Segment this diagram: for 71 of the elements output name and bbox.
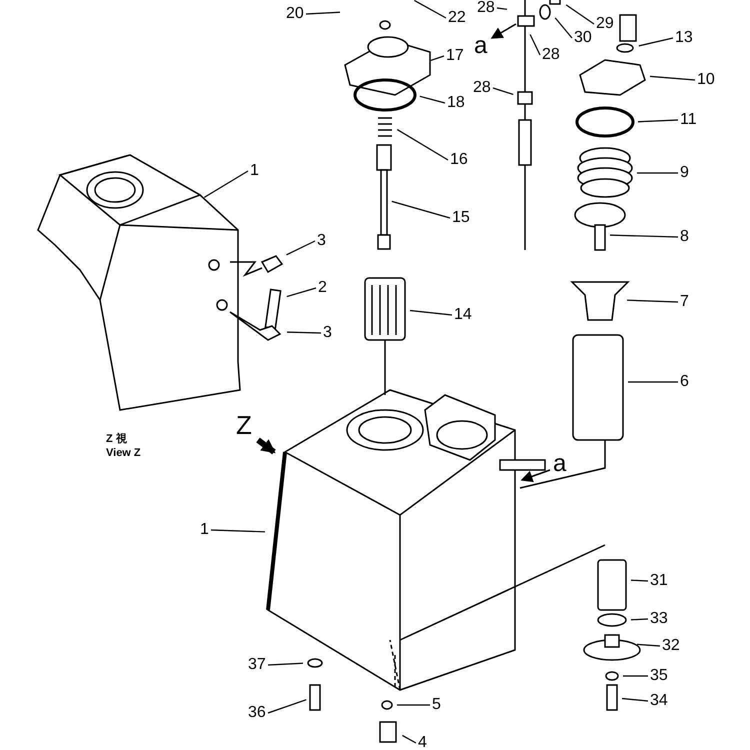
leader-line (286, 287, 316, 298)
callout-number: 29 (596, 16, 614, 32)
callout-number: 28 (542, 47, 560, 63)
callout-number: 34 (650, 693, 668, 709)
leader-line (496, 7, 508, 10)
leader-line (530, 34, 541, 56)
callout-number: 22 (448, 10, 466, 26)
leader-line (638, 119, 678, 122)
leader-line (210, 529, 266, 532)
leader-line (630, 580, 648, 582)
callout-number: 28 (477, 0, 495, 16)
callout-number: 30 (574, 30, 592, 46)
callout-number: 3 (323, 325, 332, 341)
leader-line (306, 12, 340, 15)
leader-line (204, 170, 248, 198)
callout-number: 32 (662, 638, 680, 654)
leader-line (402, 734, 416, 744)
callout-number: 35 (650, 668, 668, 684)
leader-line (414, 0, 446, 19)
callout-number: 17 (446, 48, 464, 64)
callout-number: 18 (447, 95, 465, 111)
callout-number: 14 (454, 307, 472, 323)
view-marker-letter: a (553, 452, 566, 476)
view-marker-letter: a (474, 34, 488, 58)
leader-line (420, 96, 446, 104)
leader-line (554, 17, 572, 38)
callout-number: 6 (680, 374, 689, 390)
leader-line (622, 698, 648, 702)
callout-number: 16 (450, 152, 468, 168)
callout-number: 2 (318, 280, 327, 296)
leader-line (286, 332, 322, 334)
callout-number: 28 (473, 80, 491, 96)
callout-number: 11 (680, 112, 697, 128)
callout-number: 15 (452, 210, 470, 226)
leader-line (566, 4, 594, 24)
view-caption: Z 視 (106, 434, 127, 445)
leader-line (396, 129, 448, 161)
callout-number: 36 (248, 705, 266, 721)
leader-line (392, 200, 450, 219)
leader-line (430, 55, 444, 61)
callout-number: 5 (432, 697, 441, 713)
leader-line (626, 300, 678, 303)
leader-line (636, 644, 660, 647)
callout-number: 20 (286, 6, 304, 22)
leader-line (268, 699, 306, 714)
leader-line (268, 662, 304, 666)
callout-number: 13 (675, 30, 693, 46)
callout-number: 1 (250, 163, 259, 179)
callout-number: 4 (418, 735, 427, 750)
leader-line (650, 76, 696, 81)
callout-number: 3 (317, 233, 326, 249)
callout-number: 1 (200, 522, 209, 538)
leader-line (492, 87, 514, 96)
view-caption: View Z (106, 448, 141, 459)
view-marker-letter: Z (236, 412, 252, 438)
leader-line (628, 381, 678, 383)
callout-number: 31 (650, 573, 668, 589)
leader-line (623, 675, 648, 677)
leader-line (286, 240, 316, 256)
callout-number: 10 (697, 72, 715, 88)
leader-line (410, 310, 452, 316)
leader-line (637, 172, 678, 174)
callout-number: 8 (680, 229, 689, 245)
leader-line (610, 234, 678, 238)
leader-line (630, 618, 648, 620)
leader-line (638, 37, 674, 46)
callout-number: 9 (680, 165, 689, 181)
callout-number: 33 (650, 611, 668, 627)
callout-number: 7 (680, 294, 689, 310)
leader-line (397, 704, 430, 706)
callout-number: 37 (248, 657, 266, 673)
